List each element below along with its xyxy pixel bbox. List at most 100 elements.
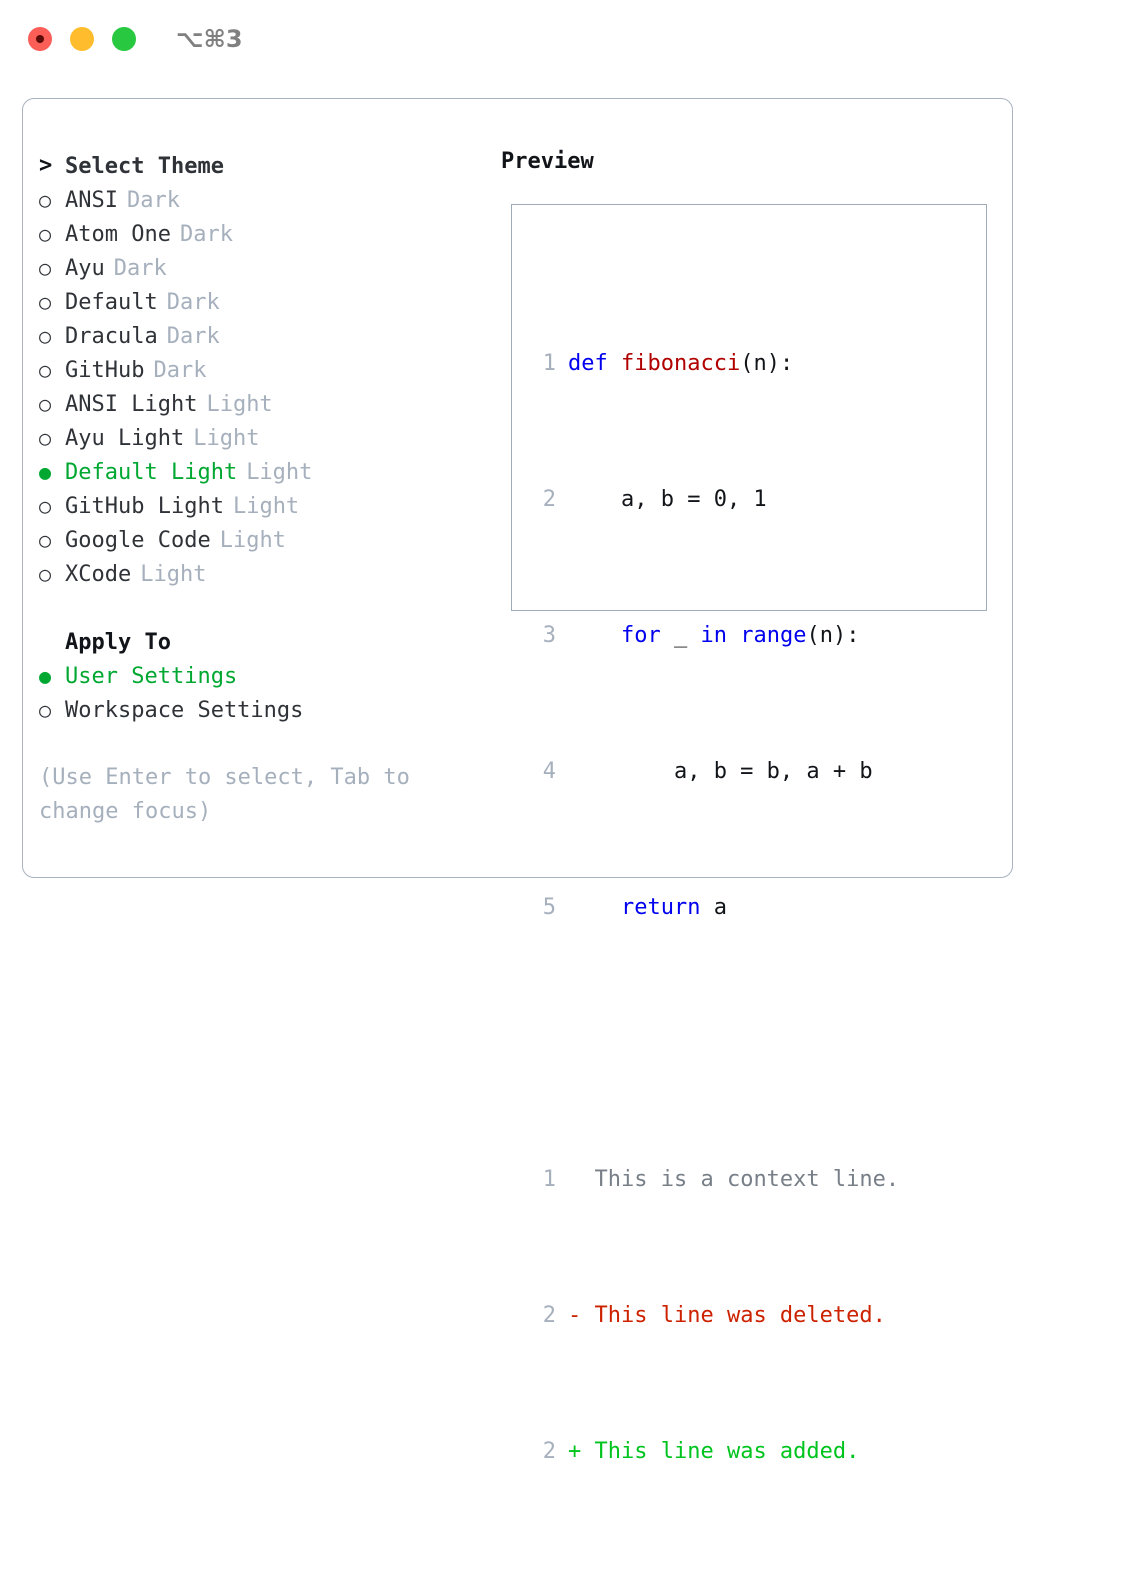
token-keyword: for	[620, 623, 661, 648]
theme-option-xcode[interactable]: ○ XCode Light	[39, 557, 479, 591]
theme-option-label: ANSI Light	[65, 391, 198, 417]
radio-unselected-icon[interactable]: ○	[39, 358, 52, 382]
token-keyword: range	[740, 623, 807, 648]
theme-option-variant: Dark	[166, 289, 220, 315]
code-line: 2 a, b = 0, 1	[526, 483, 899, 517]
radio-unselected-icon[interactable]: ○	[39, 528, 52, 552]
line-number: 3	[542, 623, 556, 648]
line-number: 2	[542, 487, 556, 512]
radio-unselected-icon[interactable]: ○	[39, 222, 52, 246]
code-line: 5 return a	[526, 891, 899, 925]
title-bar: ⌥⌘3	[0, 0, 1140, 78]
close-button[interactable]	[28, 27, 52, 51]
theme-option-variant: Light	[140, 561, 207, 587]
radio-unselected-icon[interactable]: ○	[39, 324, 52, 348]
code-text: a, b = 0, 1	[568, 487, 767, 512]
diff-sign: +	[568, 1439, 582, 1464]
theme-option-label: Ayu	[65, 255, 105, 281]
keyboard-shortcut-label: ⌥⌘3	[176, 25, 243, 53]
theme-option-label: Ayu Light	[65, 425, 185, 451]
code-line: 4 a, b = b, a + b	[526, 755, 899, 789]
diff-line-added: 2 + This line was added.	[526, 1435, 899, 1469]
preview-title: Preview	[501, 149, 594, 174]
diff-text: - This line was deleted.	[568, 1299, 886, 1333]
diff-content: This line was added.	[594, 1439, 860, 1464]
theme-option-variant: Light	[206, 391, 273, 417]
theme-option-variant: Dark	[179, 221, 233, 247]
apply-to-workspace-settings[interactable]: ○ Workspace Settings	[39, 693, 479, 727]
token-plain	[608, 351, 621, 376]
list-spacer	[39, 591, 479, 625]
select-theme-header: > Select Theme	[39, 149, 479, 183]
theme-option-ayu-light[interactable]: ○ Ayu Light Light	[39, 421, 479, 455]
theme-option-label: Atom One	[65, 221, 171, 247]
theme-option-label: Dracula	[65, 323, 158, 349]
theme-option-ansi-light[interactable]: ○ ANSI Light Light	[39, 387, 479, 421]
code-text: return a	[568, 891, 727, 925]
apply-to-header: ○Apply To	[39, 625, 479, 659]
theme-option-variant: Dark	[166, 323, 220, 349]
zoom-button[interactable]	[112, 27, 136, 51]
token-plain: a	[700, 895, 727, 920]
theme-option-dracula-dark[interactable]: ○ Dracula Dark	[39, 319, 479, 353]
token-plain: (n):	[740, 351, 794, 376]
code-text: a, b = b, a + b	[568, 759, 873, 784]
code-text: for _ in range(n):	[568, 619, 859, 653]
token-keyword: in	[700, 623, 727, 648]
select-theme-header-label: Select Theme	[65, 153, 224, 179]
window-controls	[28, 27, 136, 51]
radio-unselected-icon[interactable]: ○	[39, 392, 52, 416]
radio-unselected-icon[interactable]: ○	[39, 698, 52, 722]
line-number: 4	[542, 759, 556, 784]
theme-option-label: Google Code	[65, 527, 211, 553]
diff-content: This is a context line.	[594, 1167, 900, 1192]
apply-to-option-label: User Settings	[65, 663, 238, 689]
radio-unselected-icon[interactable]: ○	[39, 494, 52, 518]
theme-option-variant: Light	[219, 527, 286, 553]
apply-to-user-settings[interactable]: ● User Settings	[39, 659, 479, 693]
theme-option-atom-one-dark[interactable]: ○ Atom One Dark	[39, 217, 479, 251]
radio-unselected-icon[interactable]: ○	[39, 562, 52, 586]
line-number: 5	[542, 895, 556, 920]
code-text: def fibonacci(n):	[568, 347, 793, 381]
theme-option-variant: Light	[193, 425, 260, 451]
theme-option-google-code[interactable]: ○ Google Code Light	[39, 523, 479, 557]
token-keyword: def	[568, 351, 608, 376]
diff-text: + This line was added.	[568, 1435, 859, 1469]
apply-to-header-label: Apply To	[65, 629, 171, 655]
theme-option-label: XCode	[65, 561, 132, 587]
diff-sign: -	[568, 1303, 582, 1328]
radio-unselected-icon[interactable]: ○	[39, 290, 52, 314]
theme-option-variant: Dark	[113, 255, 167, 281]
theme-option-ansi-dark[interactable]: ○ ANSI Dark	[39, 183, 479, 217]
radio-unselected-icon[interactable]: ○	[39, 188, 52, 212]
line-number: 2	[542, 1439, 556, 1464]
theme-option-variant: Light	[232, 493, 300, 519]
diff-content: This line was deleted.	[594, 1303, 886, 1328]
radio-unselected-icon[interactable]: ○	[39, 256, 52, 280]
radio-selected-icon[interactable]: ●	[39, 664, 52, 688]
theme-option-variant: Dark	[126, 187, 180, 213]
diff-text: This is a context line.	[568, 1163, 900, 1197]
theme-option-label: ANSI	[65, 187, 118, 213]
radio-unselected-icon[interactable]: ○	[39, 426, 52, 450]
minimize-button[interactable]	[70, 27, 94, 51]
apply-to-marker-placeholder: ○	[39, 632, 65, 652]
theme-option-ayu-dark[interactable]: ○ Ayu Dark	[39, 251, 479, 285]
apply-to-option-label: Workspace Settings	[65, 697, 304, 723]
token-function: fibonacci	[621, 351, 741, 376]
radio-selected-icon[interactable]: ●	[39, 460, 52, 484]
token-plain: (n):	[806, 623, 860, 648]
diff-line-context: 1 This is a context line.	[526, 1163, 899, 1197]
prompt-caret-icon: >	[39, 153, 53, 178]
token-plain	[727, 623, 740, 648]
line-number: 2	[542, 1303, 556, 1328]
